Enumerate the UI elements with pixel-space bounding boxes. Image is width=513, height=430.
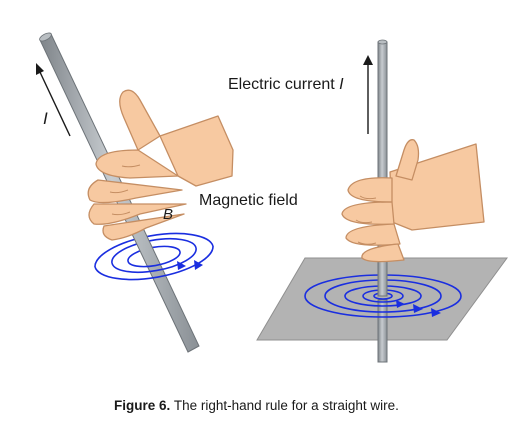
right-panel: [256, 39, 508, 363]
caption-label: Figure 6.: [114, 398, 171, 413]
field-symbol-label: B: [163, 206, 174, 223]
caption-text: The right-hand rule for a straight wire.: [173, 398, 399, 413]
figure-caption: Figure 6. The right-hand rule for a stra…: [0, 398, 513, 413]
current-arrow-icon: [363, 55, 373, 134]
magnetic-field-lines-front: [94, 245, 214, 281]
electric-current-text: Electric current: [228, 76, 335, 93]
current-symbol: I: [339, 76, 344, 93]
current-label-left: I: [43, 109, 48, 128]
field-direction-arrow-icon: [177, 260, 203, 270]
left-panel: [36, 32, 234, 353]
wire-right-upper: [377, 39, 388, 297]
field-direction-arrow-icon: [396, 300, 441, 317]
finger-lines: [109, 164, 141, 216]
finger-lines: [355, 195, 377, 245]
electric-current-label: Electric current I: [228, 76, 344, 94]
current-arrow-icon: [36, 63, 71, 137]
right-hand-icon: [341, 139, 485, 263]
magnetic-field-label: Magnetic field: [199, 192, 298, 209]
wire-right-lower: [377, 299, 388, 363]
right-hand-icon: [87, 89, 234, 241]
